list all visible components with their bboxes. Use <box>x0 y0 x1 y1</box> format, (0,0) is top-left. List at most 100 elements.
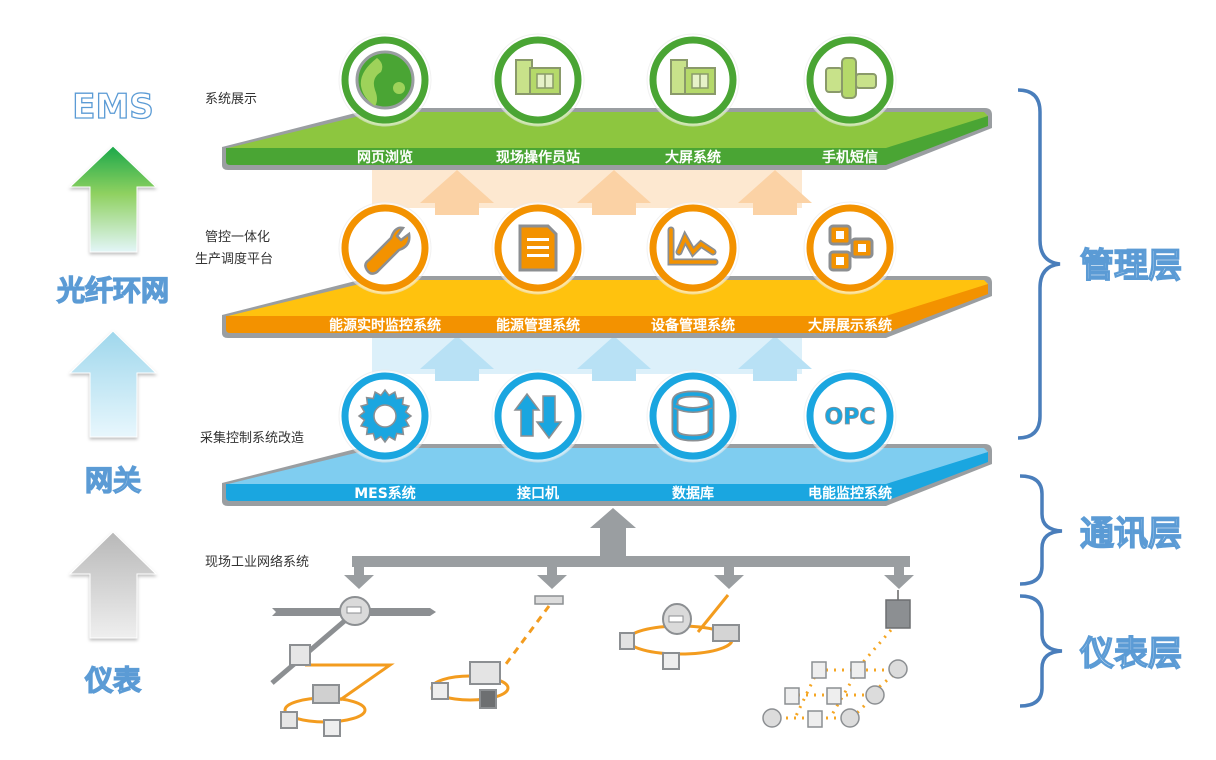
device-box-icon <box>312 684 340 704</box>
flow-arrow-icon <box>738 336 812 381</box>
sensor-icon <box>807 710 823 728</box>
management-layer-brace <box>1017 88 1061 440</box>
module-网页浏览[interactable]: 网页浏览 <box>338 33 432 166</box>
bus-down-arrow-icon <box>884 561 914 589</box>
network-bus <box>344 508 914 589</box>
bus-down-arrow-icon <box>344 567 374 589</box>
device-cluster-3 <box>619 594 740 670</box>
bus-up-arrow-icon <box>590 508 636 558</box>
meter-node-icon <box>888 659 908 679</box>
bus-line <box>352 556 910 567</box>
acquisition-to-management-flow <box>372 334 812 381</box>
module-ring <box>806 372 894 460</box>
module-数据库[interactable]: 数据库 <box>646 369 740 502</box>
topology-icon <box>828 224 874 272</box>
layer-braces <box>1017 88 1063 708</box>
module-设备管理系统[interactable]: 设备管理系统 <box>646 201 740 334</box>
gateway-label: 网关 <box>85 464 141 497</box>
module-label: 大屏系统 <box>665 149 721 166</box>
device-box-icon <box>479 689 497 709</box>
trend-chart-icon <box>667 226 719 266</box>
platform-display: 网页浏览 现场操作员站 大屏系统 手机短信 <box>222 33 992 170</box>
module-能源管理系统[interactable]: 能源管理系统 <box>491 201 585 334</box>
device-box-icon <box>712 624 740 642</box>
blue-up-arrow-icon <box>68 330 158 438</box>
platform-acquisition: MES系统 接口机数据库 OPC电能监控系统 <box>222 369 992 506</box>
module-label: 数据库 <box>672 485 714 502</box>
platform-surface <box>228 448 988 486</box>
module-接口机[interactable]: 接口机 <box>491 369 585 502</box>
bus-down-arrow-icon <box>714 567 744 589</box>
module-ring <box>494 372 582 460</box>
device-box-icon <box>469 661 501 685</box>
sensor-icon <box>811 661 827 679</box>
field-network: 现场工业网络系统 <box>205 508 914 737</box>
device-cluster-2 <box>430 595 564 709</box>
opc-text: OPC <box>825 405 876 430</box>
acquisition-platform-title: 采集控制系统改造 <box>200 430 304 446</box>
module-ring <box>806 204 894 292</box>
module-现场操作员站[interactable]: 现场操作员站 <box>491 33 585 166</box>
server-cylinder-icon <box>662 603 692 635</box>
router-icon <box>534 595 564 605</box>
wrench-icon <box>364 226 411 275</box>
module-label: 大屏展示系统 <box>808 317 892 334</box>
module-大屏系统[interactable]: 大屏系统 <box>646 33 740 166</box>
module-label: 能源管理系统 <box>496 317 580 334</box>
management-to-display-flow <box>372 168 812 215</box>
globe-icon <box>355 50 415 110</box>
flow-arrow-icon <box>420 170 494 215</box>
platform-front-bar <box>226 116 988 165</box>
fiber-ring-label: 光纤环网 <box>56 274 169 307</box>
management-platform-title-line1: 管控一体化 <box>205 230 270 245</box>
device-box-icon <box>323 719 341 737</box>
platform-front-bar <box>226 452 988 501</box>
platform-stack: 网页浏览 现场操作员站 大屏系统 手机短信能源实时监控系统能源管理系统 设备管理系统 大屏… <box>222 33 992 506</box>
wireless-sensors <box>762 659 908 728</box>
database-icon <box>671 390 715 442</box>
module-label: MES系统 <box>354 485 416 502</box>
communication-layer-brace <box>1019 474 1063 586</box>
flow-arrow-icon <box>420 336 494 381</box>
platform-surface <box>228 112 988 150</box>
meter-node-icon <box>840 708 860 728</box>
server-cylinder-icon <box>339 596 371 626</box>
flow-arrow-icon <box>577 336 651 381</box>
wireless-gateway-icon <box>885 599 911 629</box>
up-down-arrows-icon <box>513 392 563 440</box>
management-platform-title-line2: 生产调度平台 <box>195 251 273 267</box>
device-cluster-1 <box>270 596 436 737</box>
module-能源实时监控系统[interactable]: 能源实时监控系统 <box>329 201 441 334</box>
flow-arrow-icon <box>738 170 812 215</box>
communication-layer-label: 通讯层 <box>1080 514 1182 554</box>
instrument-layer-brace <box>1019 594 1063 708</box>
meter-node-icon <box>762 708 782 728</box>
device-box-icon <box>280 711 298 729</box>
network-title: 现场工业网络系统 <box>205 554 309 570</box>
meter-label: 仪表 <box>84 664 141 697</box>
device-cluster-4 <box>762 590 911 728</box>
platform-management: 能源实时监控系统能源管理系统 设备管理系统 大屏展示系统 <box>222 201 992 338</box>
opc-icon: OPC <box>824 405 876 431</box>
module-MES系统[interactable]: MES系统 <box>338 369 432 502</box>
big-screen-icon <box>670 59 716 95</box>
module-手机短信[interactable]: 手机短信 <box>803 33 897 166</box>
left-flow-column: EMS 光纤环网 网关 仪表 <box>55 86 169 697</box>
device-box-icon <box>662 652 680 670</box>
sensor-icon <box>826 687 842 705</box>
platform-surface <box>228 280 988 318</box>
display-platform-title: 系统展示 <box>205 92 257 107</box>
gray-up-arrow-icon <box>68 531 158 639</box>
module-label: 手机短信 <box>822 149 878 166</box>
module-label: 现场操作员站 <box>496 149 580 166</box>
bus-down-arrow-icon <box>537 567 567 589</box>
module-大屏展示系统[interactable]: 大屏展示系统 <box>803 201 897 334</box>
document-icon <box>518 224 558 272</box>
module-label: 网页浏览 <box>357 149 413 166</box>
management-layer-label: 管理层 <box>1080 246 1182 286</box>
module-label: 设备管理系统 <box>651 317 735 334</box>
wireless-links <box>770 629 895 720</box>
workstation-icon <box>515 59 561 95</box>
